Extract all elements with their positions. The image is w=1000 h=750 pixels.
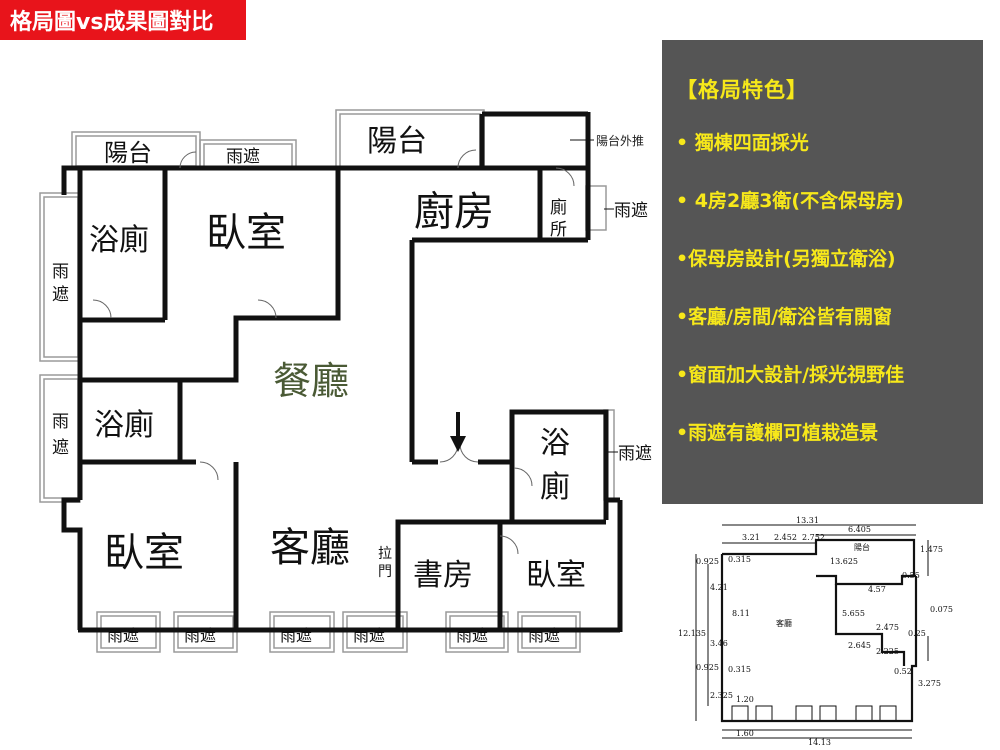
feature-item: • 4房2廳3衛(不含保母房) [676, 190, 904, 212]
label-rain-left-top-a: 雨 [52, 262, 69, 282]
bp-dim-d21: 0.925 [696, 663, 719, 672]
entrance-arrow-icon [450, 412, 466, 452]
feature-item: •客廳/房間/衛浴皆有開窗 [676, 306, 893, 328]
door-swings [92, 149, 575, 555]
label-dining: 餐廳 [273, 359, 349, 403]
blueprint-drawing: 13.31 6.405 3.21 2.452 2.752 13.625 1.47… [676, 516, 988, 746]
label-bedroom-bottom-right: 臥室 [526, 558, 586, 593]
feature-panel: 【格局特色】 • 獨棟四面採光 • 4房2廳3衛(不含保母房) •保母房設計(另… [662, 40, 983, 504]
bp-dim-d5: 1.475 [920, 545, 943, 554]
label-kitchen: 廚房 [414, 189, 494, 235]
label-rain-left-top-b: 遮 [52, 285, 69, 305]
feature-item: •雨遮有護欄可植栽造景 [676, 422, 879, 444]
bp-dim-d13: 5.655 [842, 609, 865, 618]
label-rain-bottom-2: 雨遮 [184, 626, 216, 645]
bp-dim-d16: 3.46 [710, 639, 728, 648]
bp-dim-top-right: 6.405 [848, 525, 871, 534]
bp-dim-top-total: 13.31 [796, 516, 819, 525]
label-rain-bottom-4: 雨遮 [353, 626, 385, 645]
feature-item: •窗面加大設計/採光視野佳 [676, 364, 905, 386]
bp-dim-d1: 3.21 [742, 533, 760, 542]
label-study: 書房 [413, 558, 473, 593]
bp-dim-bottom-total: 14.13 [808, 738, 831, 746]
feature-item: •保母房設計(另獨立衛浴) [676, 248, 896, 270]
bp-dim-d8: 4.57 [868, 585, 886, 594]
feature-item: • 獨棟四面採光 [676, 132, 809, 154]
bp-dim-bottom-b: 1.60 [736, 729, 754, 738]
label-balcony-extension: 陽台外推 [596, 133, 644, 148]
feature-list: • 獨棟四面採光 • 4房2廳3衛(不含保母房) •保母房設計(另獨立衛浴) •… [676, 128, 983, 476]
label-rain-left-mid-b: 遮 [52, 438, 69, 458]
label-rain-bottom-3: 雨遮 [280, 626, 312, 645]
label-bath-mid: 浴廁 [94, 408, 154, 443]
bp-dim-d10: 12.135 [678, 629, 706, 638]
bp-dim-d11: 4.21 [710, 583, 728, 592]
bp-dim-d15: 2.475 [876, 623, 899, 632]
label-bath-right-a: 浴 [540, 426, 570, 461]
blueprint-lines [695, 524, 929, 739]
label-rain-bottom-6: 雨遮 [528, 626, 560, 645]
bp-dim-d18: 2.225 [876, 647, 899, 656]
label-balcony-left: 陽台 [104, 139, 152, 167]
label-rain-right-mid: 雨遮 [618, 444, 652, 464]
label-bedroom-top: 臥室 [206, 210, 286, 256]
label-bath-right-b: 廁 [540, 470, 570, 505]
bp-dim-d20: 0.52 [894, 667, 912, 676]
bp-dim-d2: 2.452 [774, 533, 797, 542]
bp-dim-d9: 0.55 [902, 571, 920, 580]
bp-dim-d22: 0.315 [728, 665, 751, 674]
label-rain-right-top: 雨遮 [614, 201, 648, 221]
bp-dim-d7: 0.315 [728, 555, 751, 564]
label-rain-left-mid-a: 雨 [52, 412, 69, 432]
label-balcony-right: 陽台 [367, 124, 427, 159]
bp-label-balcony: 陽台 [854, 542, 870, 552]
label-sliding-door-a: 拉 [378, 546, 392, 562]
bp-dim-d17: 2.645 [848, 641, 871, 650]
label-rain-bottom-5: 雨遮 [456, 626, 488, 645]
label-toilet-b: 所 [550, 220, 567, 240]
label-bath-top: 浴廁 [89, 223, 149, 258]
label-sliding-door-b: 門 [378, 564, 392, 580]
page-title: 格局圖vs成果圖對比 [0, 0, 246, 40]
bp-dim-d6: 0.925 [696, 557, 719, 566]
bp-dim-d14: 0.075 [930, 605, 953, 614]
feature-heading: 【格局特色】 [676, 78, 808, 102]
bp-dim-d3: 2.752 [802, 533, 825, 542]
label-living: 客廳 [270, 525, 350, 571]
bp-dim-d12: 8.11 [732, 609, 750, 618]
bp-label-center: 客廳 [776, 618, 792, 628]
label-toilet-a: 廁 [550, 197, 567, 218]
label-bedroom-bottom-left: 臥室 [104, 530, 184, 576]
walls [61, 111, 623, 633]
label-rain-top: 雨遮 [226, 147, 260, 167]
bp-dim-d24: 2.325 [710, 691, 733, 700]
bp-dim-d19: 0.25 [908, 629, 926, 638]
bp-dim-bottom-a: 1.20 [736, 695, 754, 704]
bp-dim-d23: 3.275 [918, 679, 941, 688]
label-rain-bottom-1: 雨遮 [107, 626, 139, 645]
floor-plan: 陽台 雨遮 陽台 陽台外推 浴廁 臥室 廚房 廁 所 雨遮 雨 遮 餐廳 雨 遮… [39, 109, 652, 653]
bp-dim-d4: 13.625 [830, 557, 858, 566]
